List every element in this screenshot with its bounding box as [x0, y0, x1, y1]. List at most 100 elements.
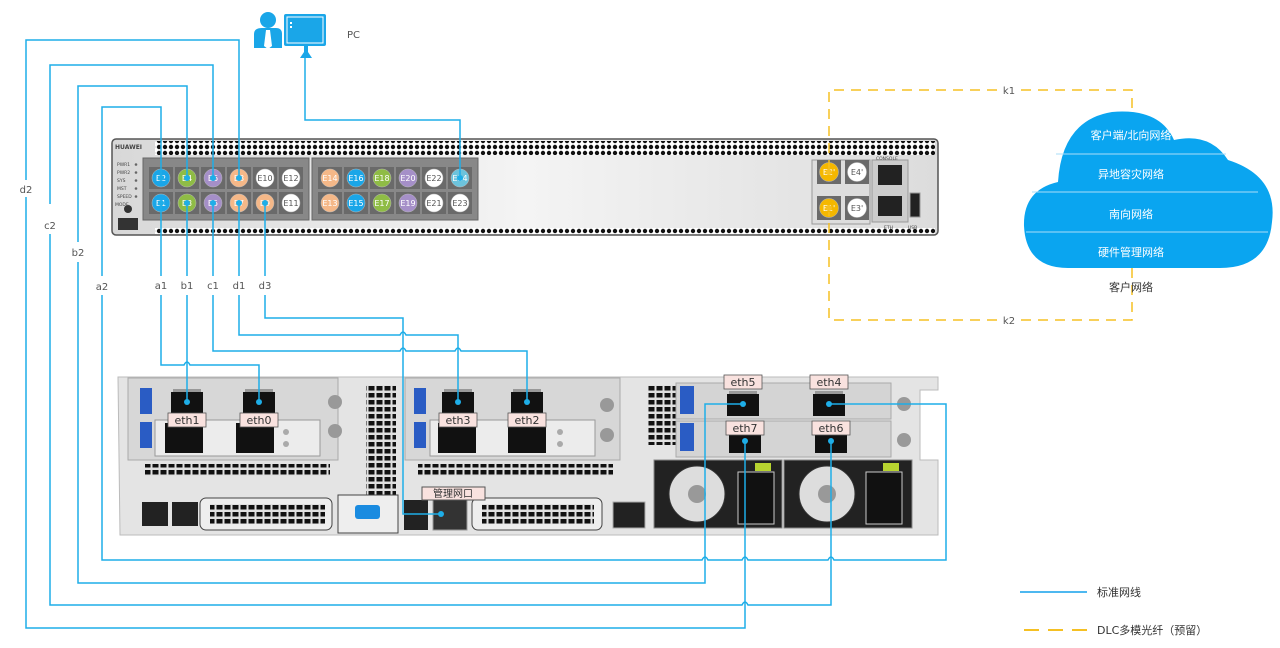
cable-label-a1: a1	[155, 281, 168, 292]
switch-port-e17[interactable]: E17	[370, 192, 394, 214]
status-led	[134, 179, 138, 182]
cable-label-d3: d3	[259, 281, 272, 292]
pc-icon	[254, 12, 326, 58]
server-port-eth5[interactable]: eth5	[723, 374, 763, 416]
switch-port-label: E11	[283, 199, 298, 208]
switch-port-e23[interactable]: E23	[448, 192, 472, 214]
status-label: PWR1	[117, 162, 130, 168]
usb-label: USB	[908, 225, 917, 231]
legend-label-fiber: DLC多模光纤（预留）	[1097, 623, 1207, 637]
eth-label: ETH	[884, 225, 893, 231]
cable-label-d2: d2	[20, 185, 33, 196]
switch-port-label: E18	[374, 174, 389, 183]
connector-dot	[438, 511, 444, 517]
cloud-section-hw-mgmt: 硬件管理网络	[1098, 245, 1164, 259]
connector-dot	[256, 399, 262, 405]
eth-label: eth3	[445, 414, 470, 427]
eth-label: eth0	[246, 414, 271, 427]
connector-dot	[210, 200, 216, 206]
mgmt-label: 管理网口	[433, 487, 473, 500]
switch-port-label: E17	[374, 199, 389, 208]
switch-port-label: E4'	[851, 168, 863, 177]
cable-label-d1: d1	[233, 281, 246, 292]
cable-b2-top	[77, 85, 188, 242]
switch-port-e20[interactable]: E20	[396, 167, 420, 189]
status-led	[134, 195, 138, 198]
status-led	[134, 171, 138, 174]
cloud-caption: 客户网络	[1109, 280, 1153, 294]
connector-dot	[742, 438, 748, 444]
connector-dot	[184, 175, 190, 181]
cable-d3	[264, 295, 441, 515]
eth-label: eth1	[174, 414, 199, 427]
cable-c1	[212, 295, 528, 402]
switch-port-e18[interactable]: E18	[370, 167, 394, 189]
status-label: SYS	[117, 178, 126, 184]
switch-port-label: E21	[426, 199, 441, 208]
switch-port-e16[interactable]: E16	[344, 167, 368, 189]
eth-label: eth4	[816, 376, 841, 389]
customer-network-cloud	[1023, 111, 1273, 268]
switch-port-e12[interactable]: E12	[279, 167, 303, 189]
switch-port-e14[interactable]: E14	[318, 167, 342, 189]
cable-d2	[25, 196, 746, 629]
switch-sfp-port-2[interactable]: E4'	[845, 160, 869, 184]
cable-label-b1: b1	[181, 281, 194, 292]
cable-label-c2: c2	[44, 221, 56, 232]
switch-port-label: E19	[400, 199, 415, 208]
connector-dot	[455, 399, 461, 405]
connector-dot	[826, 205, 832, 211]
switch-brand: HUAWEI	[115, 144, 142, 151]
connector-dot	[158, 200, 164, 206]
cable-d2-top	[25, 39, 240, 180]
eth-label: eth5	[730, 376, 755, 389]
switch-port-e2[interactable]: E2	[149, 167, 173, 189]
status-led	[134, 187, 138, 190]
connector-dot	[210, 175, 216, 181]
switch-port-label: E15	[348, 199, 363, 208]
server-port-eth0[interactable]: eth0	[239, 389, 279, 428]
eth-label: eth2	[514, 414, 539, 427]
switch-port-e21[interactable]: E21	[422, 192, 446, 214]
mode-label: MODE	[115, 202, 129, 208]
console-label: CONSOLE	[876, 156, 898, 162]
switch-port-label: E12	[283, 174, 298, 183]
pc-label: PC	[347, 30, 360, 41]
connector-dot	[826, 169, 832, 175]
fiber-label-k2: k2	[1003, 316, 1015, 327]
status-label: PWR2	[117, 170, 130, 176]
cable-a2-top	[101, 106, 162, 276]
server-port-eth4[interactable]: eth4	[809, 374, 849, 416]
eth-label: eth7	[732, 422, 757, 435]
mgmt-port: 管理网口	[421, 486, 486, 501]
connector-dot	[236, 175, 242, 181]
cable-label-a2: a2	[96, 282, 109, 293]
switch-port-e15[interactable]: E15	[344, 192, 368, 214]
connector-dot	[524, 399, 530, 405]
status-label: SPEED	[117, 194, 132, 200]
switch-sfp-port-4[interactable]: E3'	[845, 196, 869, 220]
switch-port-e10[interactable]: E10	[253, 167, 277, 189]
switch-port-e19[interactable]: E19	[396, 192, 420, 214]
connector-dot	[457, 175, 463, 181]
connector-dot	[828, 438, 834, 444]
connector-dot	[740, 401, 746, 407]
switch-port-label: E3'	[851, 204, 863, 213]
switch-port-e13[interactable]: E13	[318, 192, 342, 214]
switch-port-label: E16	[348, 174, 363, 183]
server-port-eth6[interactable]: eth6	[811, 420, 851, 453]
eth-label: eth6	[818, 422, 843, 435]
switch-port-e22[interactable]: E22	[422, 167, 446, 189]
connector-dot	[262, 200, 268, 206]
legend-label-cable: 标准网线	[1097, 585, 1141, 599]
cloud-section-south: 南向网络	[1109, 207, 1153, 221]
switch-port-e11[interactable]: E11	[279, 192, 303, 214]
connector-dot	[184, 200, 190, 206]
server	[117, 376, 939, 536]
cloud-section-north: 客户端/北向网络	[1091, 128, 1172, 142]
cloud-section-dr: 异地容灾网络	[1098, 167, 1164, 181]
status-label: MST	[117, 186, 127, 192]
cable-pc-e24	[304, 58, 461, 178]
